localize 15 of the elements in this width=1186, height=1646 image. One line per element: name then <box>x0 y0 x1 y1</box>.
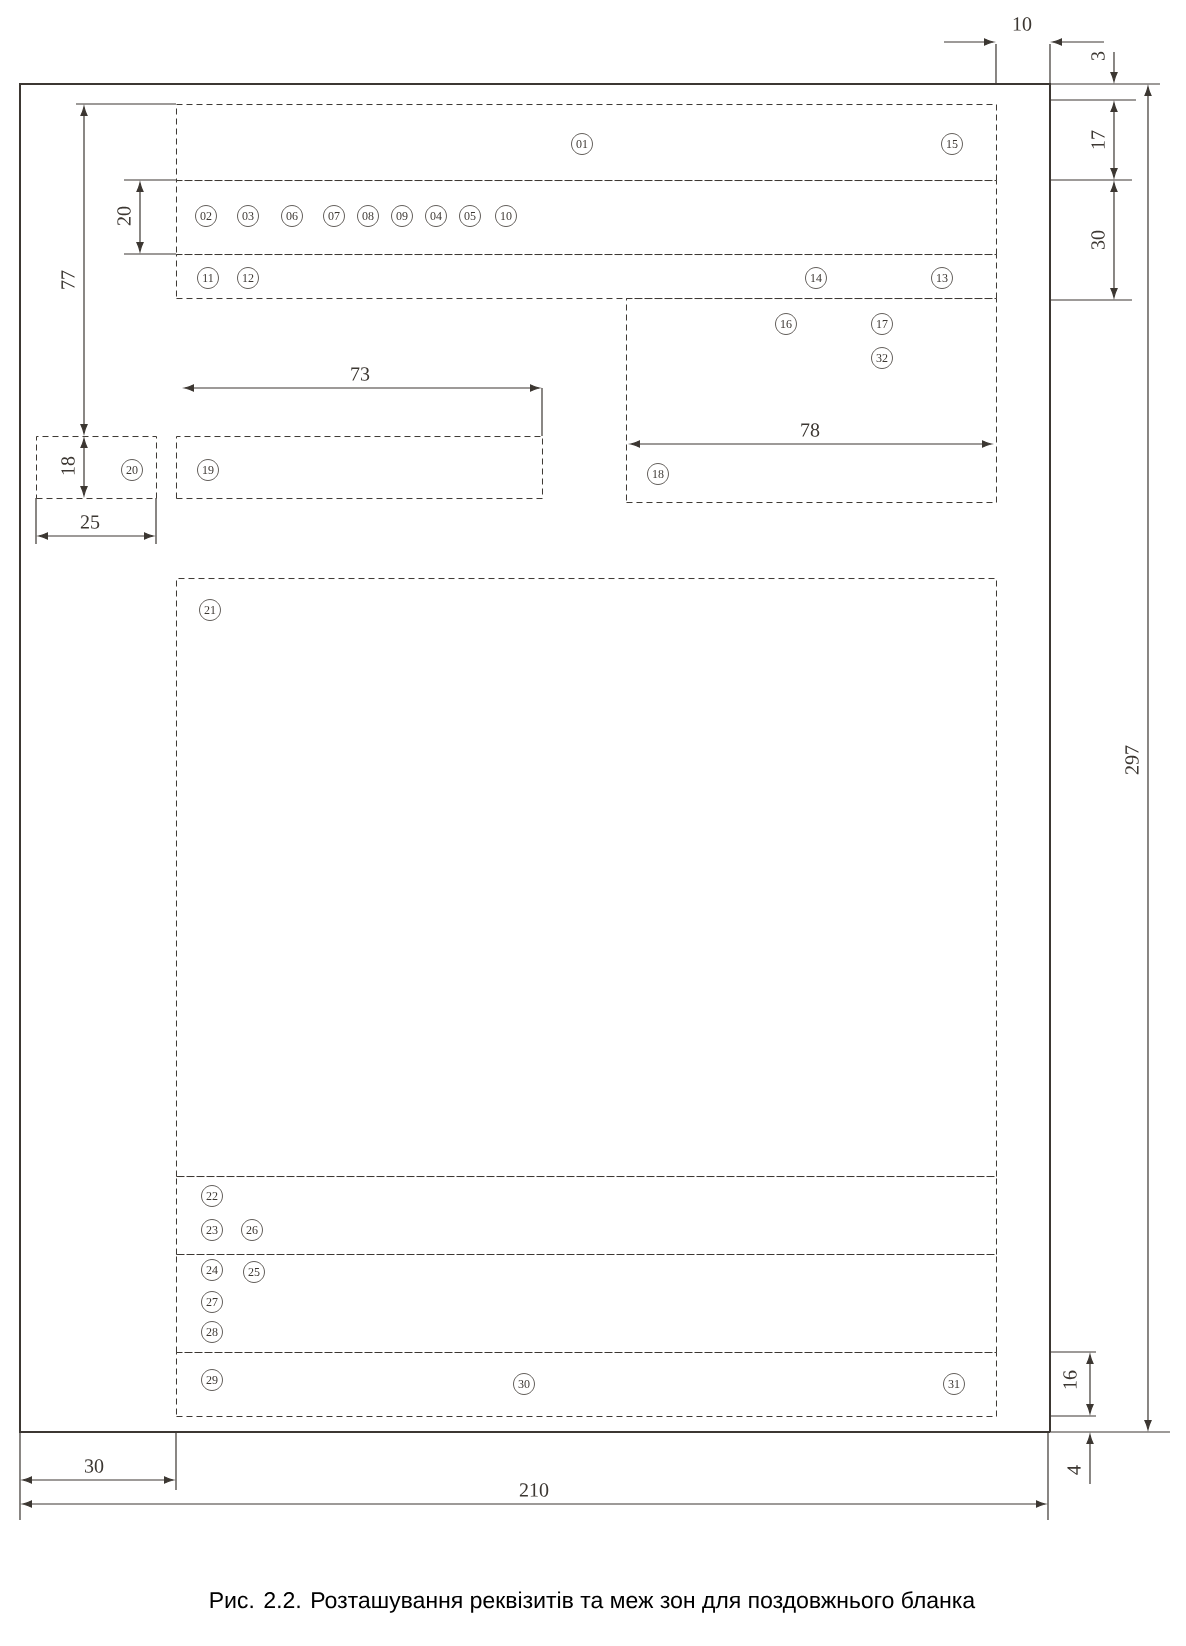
dimension-label: 3 <box>1091 51 1105 61</box>
dimension-label: 210 <box>519 1483 549 1497</box>
dimension-label: 30 <box>1091 230 1105 250</box>
dimension-label: 16 <box>1063 1370 1077 1389</box>
dimension-label: 18 <box>61 456 75 475</box>
dimension-label: 77 <box>61 270 75 289</box>
dimension-label: 17 <box>1091 130 1105 149</box>
dimension-label: 73 <box>351 367 370 381</box>
dimension-label: 20 <box>117 206 131 226</box>
dimension-label: 30 <box>84 1459 104 1473</box>
dimension-label: 4 <box>1067 1465 1081 1475</box>
dimension-label: 10 <box>1013 17 1032 31</box>
caption: Рис. 2.2. Розташування реквізитів та меж зон для поздовжнього бланка <box>210 1591 976 1613</box>
dimension-label: 78 <box>801 423 820 437</box>
dimension-label: 297 <box>1125 745 1139 775</box>
